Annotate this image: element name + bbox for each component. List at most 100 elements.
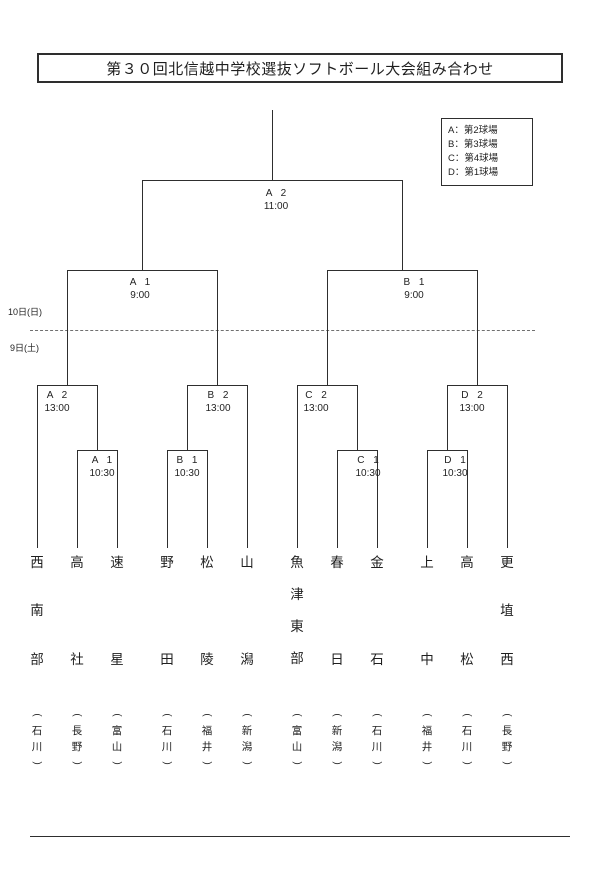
team-prefecture: (新潟) (331, 713, 343, 765)
bracket-hline (77, 450, 117, 451)
team-col-2: 高社 (長野) (67, 556, 87, 768)
team-name: 更埴西 (500, 555, 514, 667)
match-time: 10:30 (89, 467, 115, 479)
match-venue: A 2 (46, 390, 68, 401)
match-time: 9:00 (404, 289, 424, 301)
team-col-9: 金石 (石川) (367, 556, 387, 768)
bracket-vline (187, 385, 188, 450)
team-col-7: 魚津東部(富山) (287, 556, 307, 768)
day-divider-line (30, 330, 535, 331)
team-name: 金石 (370, 555, 384, 667)
bracket-hline (337, 450, 377, 451)
match-label-round1-b: B 1 10:30 (155, 455, 219, 480)
match-label-round1-c: C 1 10:30 (336, 455, 400, 480)
bracket-hline (187, 385, 247, 386)
legend-item-d: D：第1球場 (448, 167, 499, 178)
team-name: 速星 (110, 555, 124, 667)
team-name: 山潟 (240, 555, 254, 667)
bracket-vline (327, 270, 328, 385)
team-prefecture: (福井) (201, 713, 213, 765)
match-label-semifinal-left: A 1 9:00 (108, 277, 172, 302)
bracket-vline (37, 385, 38, 548)
team-name: 高松 (460, 555, 474, 667)
bracket-vline (97, 385, 98, 450)
bracket-vline (447, 385, 448, 450)
match-venue: C 1 (357, 455, 379, 466)
team-name: 松陵 (200, 555, 214, 667)
team-prefecture: (長野) (71, 713, 83, 765)
team-name: 春日 (330, 555, 344, 667)
match-label-round2-d: D 2 13:00 (440, 390, 504, 415)
match-venue: C 2 (305, 390, 327, 401)
bracket-vline (402, 180, 403, 270)
match-label-semifinal-right: B 1 9:00 (382, 277, 446, 302)
bracket-hline (297, 385, 357, 386)
date-label-sunday: 10日(日) (8, 307, 43, 317)
team-prefecture: (石川) (31, 713, 43, 765)
team-col-12: 更埴西 (長野) (497, 556, 517, 768)
team-prefecture: (石川) (371, 713, 383, 765)
match-time: 13:00 (459, 402, 485, 414)
bracket-vline (507, 385, 508, 548)
bracket-vline (297, 385, 298, 548)
match-time: 13:00 (44, 402, 70, 414)
legend-item-a: A：第2球場 (448, 125, 498, 136)
bracket-vline (467, 450, 468, 548)
team-col-8: 春日 (新潟) (327, 556, 347, 768)
bracket-vline (337, 450, 338, 548)
bracket-vline (207, 450, 208, 548)
footer-rule (30, 836, 570, 837)
bracket-vline (357, 385, 358, 450)
match-venue: A 1 (91, 455, 113, 466)
team-prefecture: (石川) (161, 713, 173, 765)
match-label-round1-a: A 1 10:30 (70, 455, 134, 480)
bracket-hline (142, 180, 402, 181)
venue-legend-box: A：第2球場 B：第3球場 C：第4球場 D：第1球場 (441, 118, 533, 186)
match-venue: D 2 (461, 390, 483, 401)
match-time: 10:30 (355, 467, 381, 479)
match-label-round2-b: B 2 13:00 (186, 390, 250, 415)
bracket-vline (167, 450, 168, 548)
match-time: 9:00 (130, 289, 150, 301)
team-col-3: 速星 (富山) (107, 556, 127, 768)
team-name: 西南部 (30, 555, 44, 667)
team-name: 上中 (420, 555, 434, 667)
date-label-saturday: 9日(土) (10, 343, 39, 353)
match-label-round1-d: D 1 10:30 (423, 455, 487, 480)
bracket-vline (427, 450, 428, 548)
bracket-hline (447, 385, 507, 386)
team-prefecture: (富山) (111, 713, 123, 765)
bracket-vline (217, 270, 218, 385)
team-prefecture: (新潟) (241, 713, 253, 765)
match-time: 10:30 (174, 467, 200, 479)
team-col-6: 山潟 (新潟) (237, 556, 257, 768)
match-venue: D 1 (444, 455, 466, 466)
bracket-vline (77, 450, 78, 548)
bracket-hline (67, 270, 217, 271)
page-title: 第３０回北信越中学校選抜ソフトボール大会組み合わせ (37, 53, 563, 83)
team-name: 高社 (70, 555, 84, 667)
match-time: 13:00 (205, 402, 231, 414)
match-label-round2-c: C 2 13:00 (284, 390, 348, 415)
team-col-1: 西南部 (石川) (27, 556, 47, 768)
team-col-10: 上中(福井) (417, 556, 437, 768)
team-col-11: 高松(石川) (457, 556, 477, 768)
match-venue: B 1 (403, 277, 425, 288)
team-name: 野田 (160, 555, 174, 667)
bracket-vline (117, 450, 118, 548)
match-label-final: A 2 11:00 (244, 188, 308, 213)
bracket-hline (167, 450, 207, 451)
bracket-hline (37, 385, 97, 386)
team-name: 魚津東部 (290, 555, 304, 667)
team-prefecture: (長野) (501, 713, 513, 765)
legend-item-b: B：第3球場 (448, 139, 498, 150)
team-col-5: 松陵 (福井) (197, 556, 217, 768)
match-venue: A 1 (129, 277, 151, 288)
match-venue: B 1 (176, 455, 198, 466)
match-label-round2-a: A 2 13:00 (25, 390, 89, 415)
match-time: 10:30 (442, 467, 468, 479)
match-venue: B 2 (207, 390, 229, 401)
bracket-vline (377, 450, 378, 548)
bracket-vline (142, 180, 143, 270)
